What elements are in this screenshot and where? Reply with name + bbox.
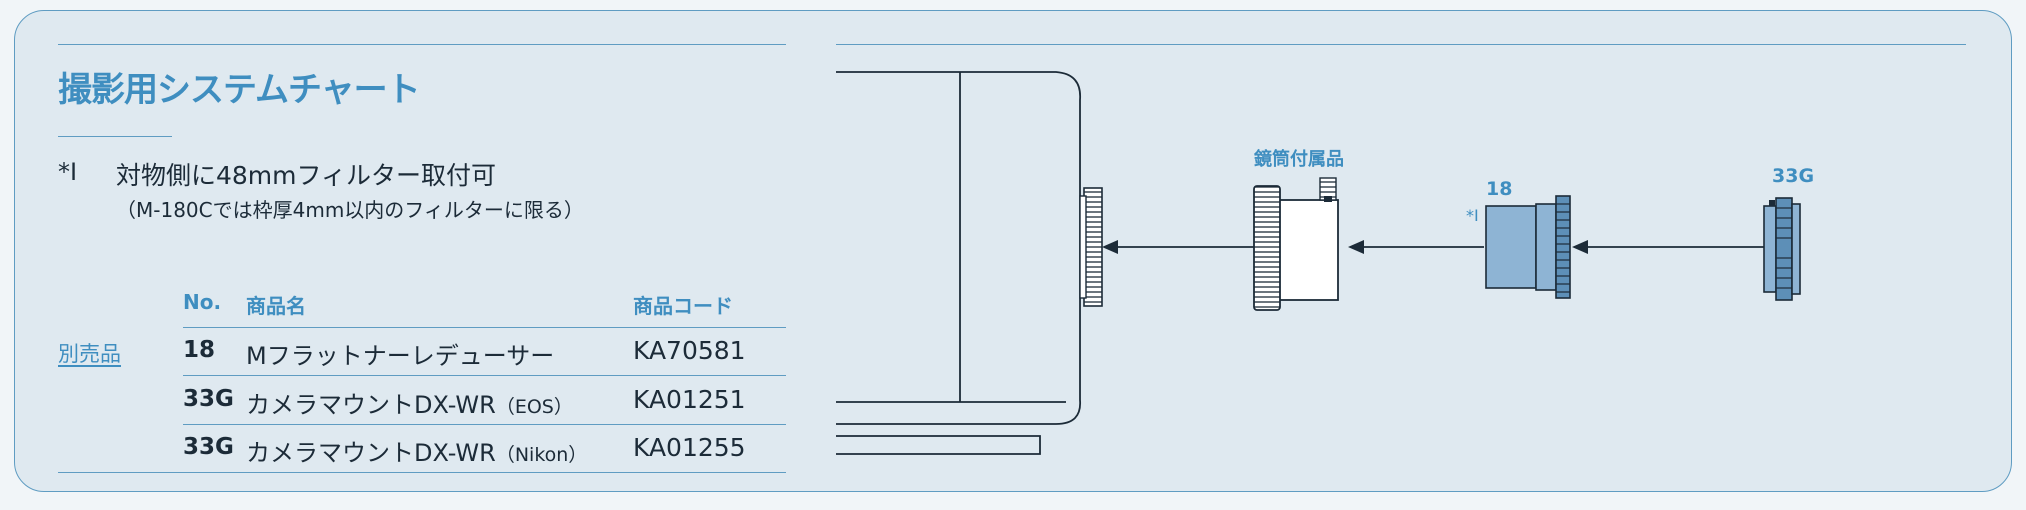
column-header-no: No. (183, 290, 222, 314)
table-cell-code: KA70581 (633, 336, 746, 365)
table-cell-no: 18 (183, 337, 216, 363)
connection-arrow (1348, 240, 1484, 254)
product-name-suffix: （Nikon） (495, 444, 588, 466)
table-cell-name: カメラマウントDX-WR（Nikon） (246, 433, 587, 468)
table-cell-no: 33G (183, 434, 234, 460)
table-rule (183, 327, 786, 328)
column-header-code: 商品コード (633, 294, 733, 318)
part-18-flattener-reducer (1485, 195, 1571, 299)
table-cell-name: カメラマウントDX-WR（EOS） (246, 385, 573, 420)
note-mark: *I (58, 158, 78, 186)
column-header-name: 商品名 (246, 294, 306, 318)
optional-items-label: 別売品 (58, 342, 121, 366)
part-18-note-mark: *I (1466, 206, 1479, 225)
table-rule (183, 375, 786, 376)
table-cell-code: KA01251 (633, 385, 746, 414)
page-title: 撮影用システムチャート (58, 70, 421, 110)
product-name-suffix: （EOS） (495, 396, 573, 418)
table-cell-no: 33G (183, 386, 234, 412)
telescope-focuser-ring (1079, 187, 1103, 307)
product-name: カメラマウントDX-WR (246, 391, 496, 419)
title-underline (58, 136, 172, 137)
part-33g-label: 33G (1772, 165, 1815, 187)
connection-arrow (1102, 240, 1254, 254)
table-cell-code: KA01255 (633, 433, 746, 462)
part-33g-camera-mount (1763, 197, 1801, 301)
part-18-label: 18 (1486, 178, 1513, 200)
telescope-tube (836, 71, 1081, 455)
note-main-text: 対物側に48mmフィルター取付可 (116, 161, 497, 190)
product-name: カメラマウントDX-WR (246, 439, 496, 467)
table-cell-name: Mフラットナーレデューサー (246, 342, 555, 370)
top-rule-right (836, 44, 1966, 45)
tube-accessory-adapter (1253, 177, 1339, 311)
tube-accessory-label: 鏡筒付属品 (1254, 149, 1344, 170)
table-bottom-rule (58, 472, 786, 473)
note-sub-text: （M-180Cでは枠厚4mm以内のフィルターに限る） (116, 198, 584, 222)
table-rule (183, 424, 786, 425)
system-chart-panel (14, 10, 2012, 492)
top-rule-left (58, 44, 786, 45)
connection-arrow (1572, 240, 1764, 254)
